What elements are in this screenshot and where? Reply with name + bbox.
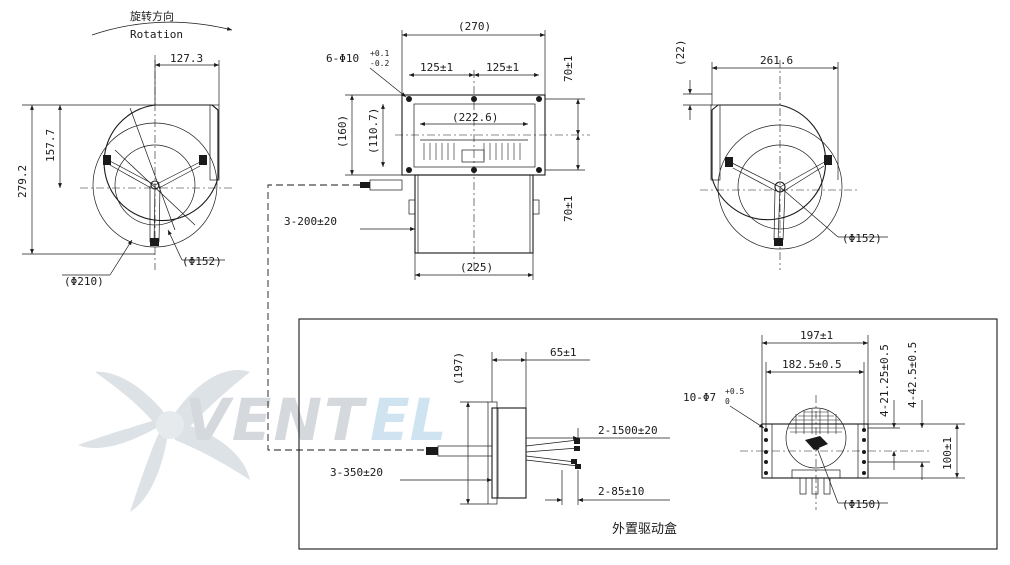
watermark-brand-tail: EL — [370, 386, 447, 454]
driver-dim-hole-pitch: 182.5±0.5 — [782, 358, 842, 371]
front-dim-body: (225) — [460, 261, 493, 274]
rotation-arrow-icon — [91, 21, 233, 36]
front-dim-flange-h: (160) — [336, 115, 349, 148]
rotation-label-en: Rotation — [130, 28, 183, 41]
driver-dim-v2: 4-42.5±0.5 — [906, 342, 919, 408]
left-side-view: 127.3 279.2 157.7 (Φ210) (Φ152) — [16, 52, 232, 288]
rotation-indicator: 旋转方向 Rotation — [91, 9, 233, 41]
front-dim-total-width: (270) — [458, 20, 491, 33]
driver-dia: (Φ150) — [842, 498, 882, 511]
front-dim-outlet-h: (110.7) — [367, 108, 380, 154]
driver-holes-tol-upper: +0.5 — [725, 387, 744, 396]
driver-cable-out: 2-1500±20 — [598, 424, 658, 437]
front-dim-hole-left: 125±1 — [420, 61, 453, 74]
right-side-view: 261.6 (22) (Φ152) — [674, 40, 888, 270]
driver-box-title: 外置驱动盒 — [612, 521, 677, 537]
driver-cable-short: 2-85±10 — [598, 485, 644, 498]
front-dim-hole-right: 125±1 — [486, 61, 519, 74]
left-dim-width: 127.3 — [170, 52, 203, 65]
front-view: (270) 125±1 125±1 6-Φ10 +0.1 -0.2 (222.6… — [267, 20, 590, 451]
front-cable: 3-200±20 — [284, 215, 337, 228]
driver-dim-depth: 65±1 — [550, 346, 577, 359]
driver-dim-height: (197) — [452, 352, 465, 385]
ventel-watermark: VENT EL — [78, 369, 447, 512]
driver-box-panel: 外置驱动盒 (197) 65±1 2-1500±20 3-350±20 2-8 — [298, 318, 998, 550]
front-dim-v-upper: 70±1 — [562, 56, 575, 83]
front-dim-v-lower: 70±1 — [562, 196, 575, 223]
right-dim-offset: (22) — [674, 40, 687, 67]
front-holes-tol-upper: +0.1 — [370, 49, 389, 58]
front-holes: 6-Φ10 — [326, 52, 359, 65]
driver-dim-v1: 4-21.25±0.5 — [878, 344, 891, 417]
fan-logo-icon — [78, 369, 250, 512]
left-dim-height-total: 279.2 — [16, 165, 29, 198]
right-dim-width: 261.6 — [760, 54, 793, 67]
watermark-brand-main: VENT — [185, 386, 368, 454]
driver-dim-side: 100±1 — [941, 437, 954, 470]
driver-dim-width: 197±1 — [800, 329, 833, 342]
driver-holes-tol-lower: 0 — [725, 397, 730, 406]
front-dim-outlet: (222.6) — [452, 111, 498, 124]
driver-holes: 10-Φ7 — [683, 391, 716, 404]
right-dia-inner: (Φ152) — [842, 232, 882, 245]
rotation-label-cn: 旋转方向 — [130, 9, 174, 23]
left-dim-height-upper: 157.7 — [44, 129, 57, 162]
driver-cable-in: 3-350±20 — [330, 466, 383, 479]
left-dia-outer: (Φ210) — [64, 275, 104, 288]
front-holes-tol-lower: -0.2 — [370, 59, 389, 68]
cable-routing-line — [267, 184, 430, 451]
left-dia-inner: (Φ152) — [182, 255, 222, 268]
